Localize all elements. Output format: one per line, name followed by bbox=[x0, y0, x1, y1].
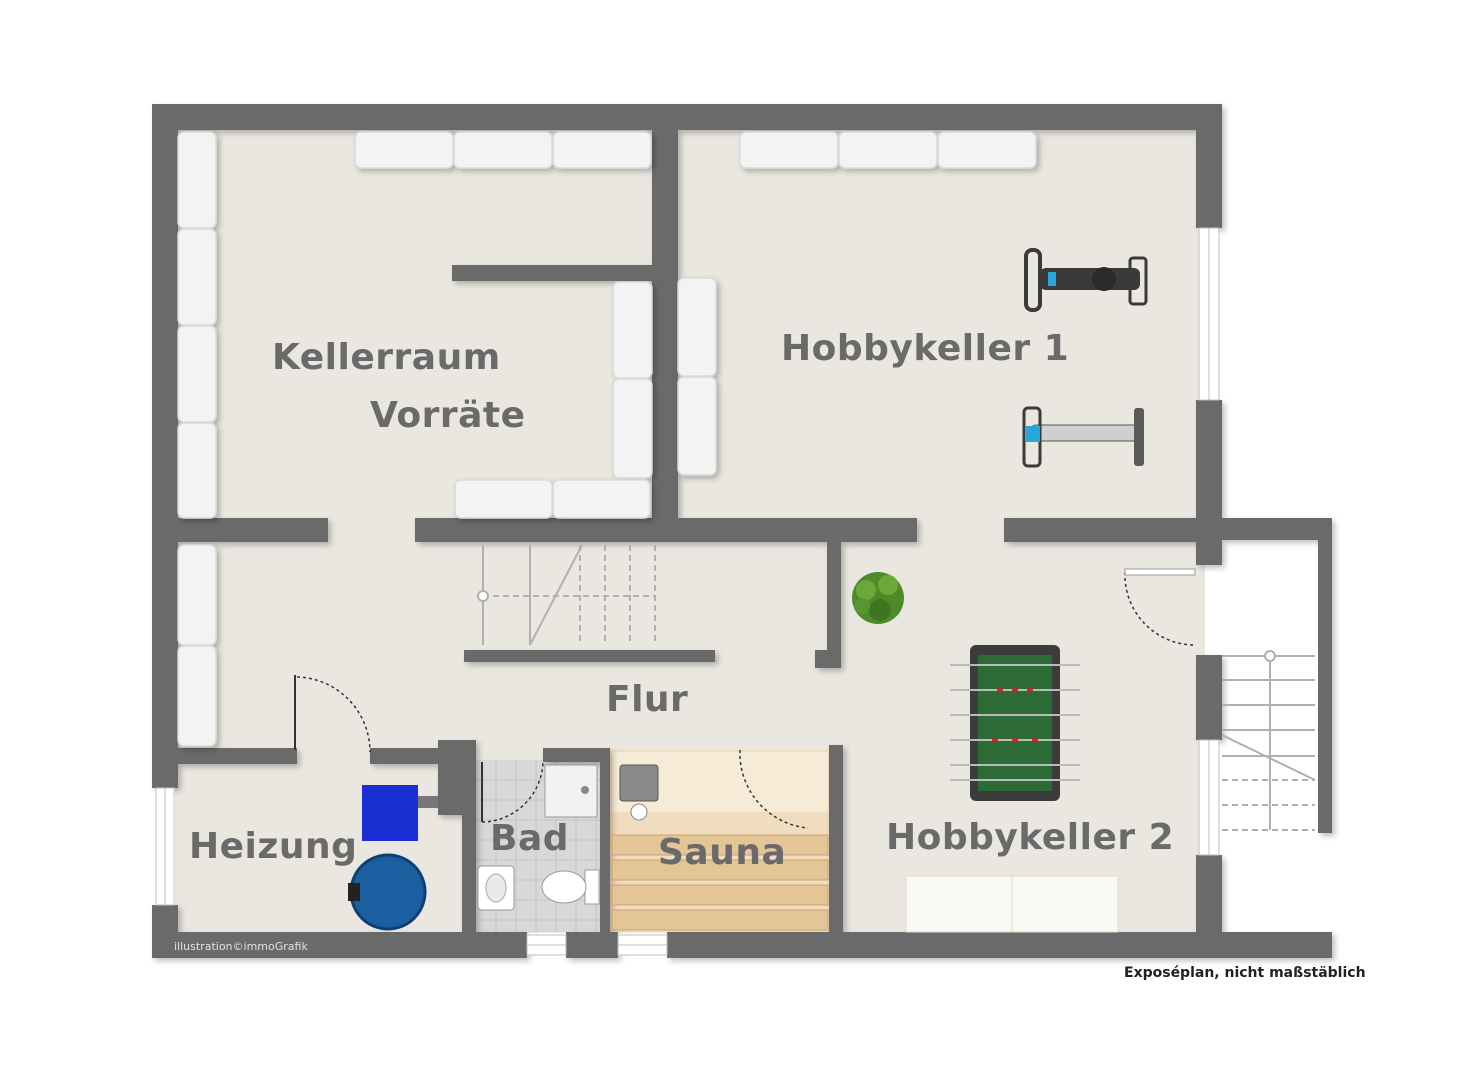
inner-stairs bbox=[477, 544, 656, 646]
door-leaves bbox=[294, 675, 483, 822]
plant-icon bbox=[852, 572, 904, 624]
foosball-table-icon bbox=[950, 645, 1080, 801]
illustration-credit: illustration©immoGrafik bbox=[174, 940, 308, 953]
exercise-bike-icon bbox=[1024, 248, 1148, 312]
window-bad bbox=[526, 934, 567, 956]
sauna-stove-icon bbox=[619, 764, 659, 821]
door-swings bbox=[296, 571, 1196, 829]
window-sauna bbox=[617, 934, 668, 956]
window-right-lower bbox=[1198, 739, 1220, 856]
room-label-sauna: Sauna bbox=[658, 832, 787, 873]
room-label-hobbykeller-1: Hobbykeller 1 bbox=[781, 328, 1070, 369]
boiler-icon bbox=[362, 785, 438, 841]
outer-stairs bbox=[1221, 650, 1316, 831]
shelves bbox=[177, 131, 1037, 747]
shower-icon bbox=[544, 764, 598, 818]
entrance-door bbox=[1124, 568, 1196, 576]
hobby2-cabinet bbox=[905, 875, 1119, 933]
window-right-upper bbox=[1198, 227, 1220, 401]
room-label-flur: Flur bbox=[606, 679, 689, 720]
sink-icon bbox=[477, 865, 515, 911]
room-label-bad: Bad bbox=[490, 818, 570, 859]
toilet-icon bbox=[541, 869, 600, 905]
elliptical-trainer-icon bbox=[1022, 406, 1144, 468]
tank-icon bbox=[348, 853, 427, 931]
room-label-vorraete: Vorräte bbox=[370, 395, 526, 436]
walls bbox=[152, 104, 1332, 958]
room-label-hobbykeller-2: Hobbykeller 2 bbox=[886, 817, 1175, 858]
window-left bbox=[155, 787, 175, 906]
room-label-heizung: Heizung bbox=[189, 826, 358, 867]
room-label-kellerraum: Kellerraum bbox=[272, 337, 501, 378]
sauna-benches bbox=[611, 834, 829, 931]
scale-disclaimer: Exposéplan, nicht maßstäblich bbox=[1124, 965, 1366, 981]
